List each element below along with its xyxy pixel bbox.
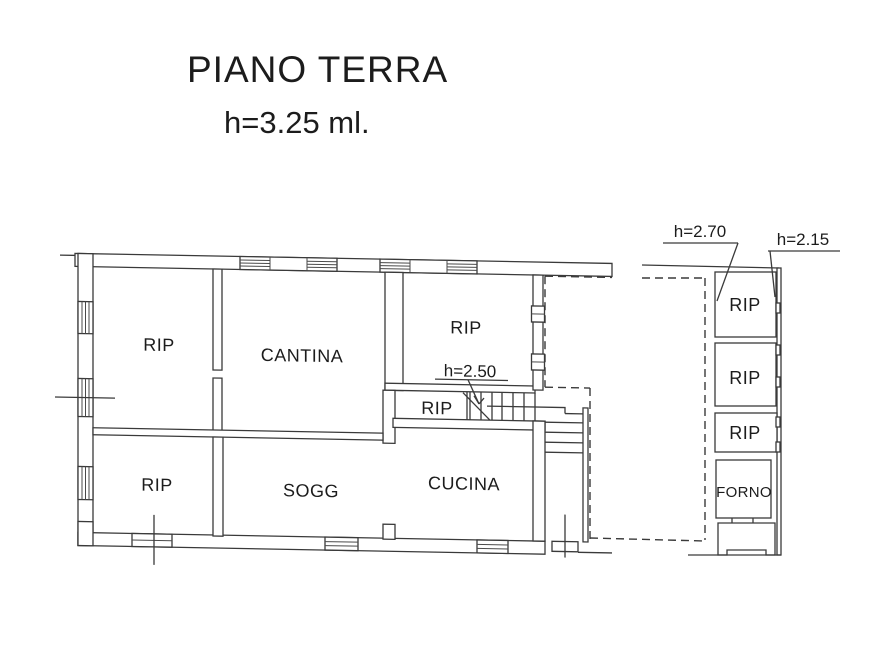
room-label-annex-forno: FORNO xyxy=(716,484,772,501)
main-building: h=2.50 RIP CANTINA RIP RIP RIP SOGG CUCI… xyxy=(55,252,613,565)
wall-stair-right xyxy=(582,407,589,543)
window-left-c xyxy=(77,465,94,501)
pilaster-sw xyxy=(77,520,94,547)
wall-ripsw-sogg xyxy=(212,436,224,537)
annex: RIP RIP RIP FORNO h=2.70 h=2.15 xyxy=(663,222,840,556)
annex-top-line xyxy=(641,264,780,269)
wall-rip-cantina-upper xyxy=(212,268,223,371)
stair-direction-line xyxy=(462,392,491,421)
annex-wall-stubs xyxy=(775,302,781,453)
wall-ripne-right xyxy=(532,274,544,391)
stair-inner-line xyxy=(487,405,566,414)
wall-mid-horizontal xyxy=(92,427,384,441)
staircase xyxy=(462,391,583,454)
wall-sogg-cucina-stub xyxy=(382,523,396,541)
window-left-b xyxy=(55,377,115,418)
room-labels-main: RIP CANTINA RIP RIP RIP SOGG CUCINA xyxy=(141,317,500,501)
annotation-h250: h=2.50 xyxy=(435,361,508,405)
plan-title: PIANO TERRA xyxy=(187,49,448,90)
leader-line xyxy=(769,250,776,298)
room-labels-annex: RIP RIP RIP FORNO xyxy=(716,295,772,501)
court-lines xyxy=(589,264,780,542)
annotation-h270-label: h=2.70 xyxy=(674,222,726,241)
leader-line xyxy=(716,242,739,302)
room-label-annex-rip-c: RIP xyxy=(729,423,761,443)
annex-oven-base xyxy=(717,518,776,556)
wall-corridor-left xyxy=(382,389,396,445)
annotation-h250-label: h=2.50 xyxy=(444,361,496,381)
title-block: PIANO TERRA h=3.25 ml. xyxy=(187,49,448,140)
wall-cantina-ripne xyxy=(384,271,404,392)
annotation-h215-label: h=2.15 xyxy=(777,230,829,249)
window-left-a xyxy=(77,300,94,335)
door-stair-exit xyxy=(551,514,612,558)
room-label-annex-rip-a: RIP xyxy=(729,295,761,315)
annex-room-rip-c xyxy=(714,412,778,453)
wall-cucina-top xyxy=(392,417,546,431)
plan-height-note: h=3.25 ml. xyxy=(224,105,370,140)
room-label-rip-corridor: RIP xyxy=(421,398,453,419)
dashed-boundary-main xyxy=(544,275,612,540)
room-label-rip-ne: RIP xyxy=(450,317,482,338)
room-label-cucina: CUCINA xyxy=(428,473,500,494)
window-top-rip-ne xyxy=(379,258,478,275)
wall-rip-cantina-lower xyxy=(212,377,223,433)
window-top-cantina xyxy=(239,255,338,272)
window-centerline xyxy=(55,396,115,399)
outer-walls xyxy=(60,252,613,555)
room-label-rip-sw: RIP xyxy=(141,475,173,496)
wall-ripne-bottom xyxy=(384,382,536,394)
annotation-h215: h=2.15 xyxy=(768,230,840,298)
window-bottom-rip-sw xyxy=(131,514,173,565)
room-label-cantina: CANTINA xyxy=(261,345,344,367)
annex-room-rip-a xyxy=(714,271,777,338)
leader-arrow xyxy=(473,395,485,405)
wall-cucina-right xyxy=(532,420,546,542)
annex-room-forno xyxy=(715,459,772,519)
room-label-sogg: SOGG xyxy=(283,480,339,501)
annotation-h270: h=2.70 xyxy=(663,222,739,302)
annex-room-rip-b xyxy=(714,342,777,407)
interior-walls xyxy=(92,268,589,543)
window-bottom-sogg xyxy=(324,536,359,552)
room-label-annex-rip-b: RIP xyxy=(729,368,761,388)
room-label-rip-nw: RIP xyxy=(143,335,175,356)
window-bottom-cucina xyxy=(476,539,509,555)
